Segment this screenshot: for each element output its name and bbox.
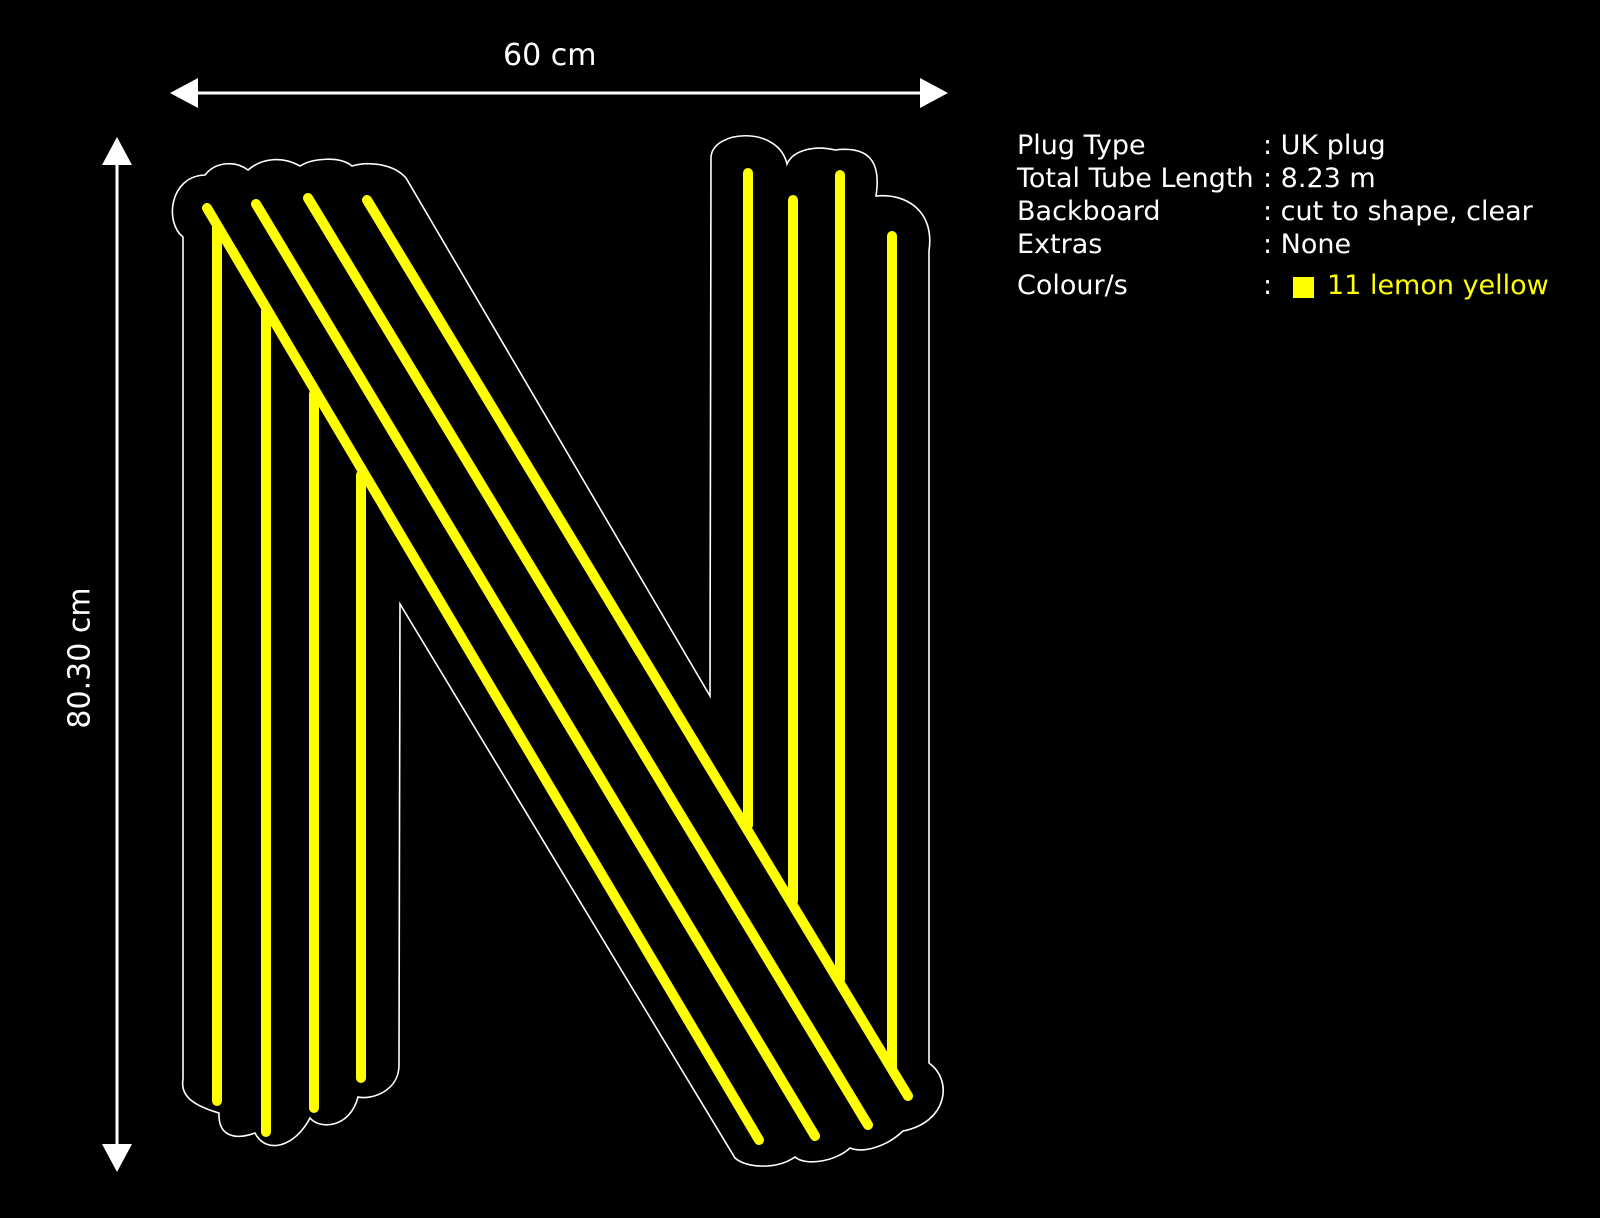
height-dimension-arrow-icon xyxy=(102,137,132,1172)
spec-value: : cut to shape, clear xyxy=(1263,196,1533,227)
spec-value: : xyxy=(1263,270,1273,301)
spec-value: : UK plug xyxy=(1263,130,1386,161)
width-dimension-arrow-icon xyxy=(170,78,948,108)
spec-value: : None xyxy=(1263,229,1352,260)
spec-key: Backboard xyxy=(1017,196,1161,227)
colour-name: 11 lemon yellow xyxy=(1327,270,1549,301)
neon-tube xyxy=(303,193,873,1130)
width-dimension-label: 60 cm xyxy=(503,38,597,73)
spec-key: Colour/s xyxy=(1017,270,1128,301)
neon-tube xyxy=(202,203,764,1145)
neon-tube xyxy=(362,195,913,1101)
colour-swatch xyxy=(1293,277,1314,298)
backboard-outline xyxy=(171,134,944,1167)
spec-key: Extras xyxy=(1017,229,1103,260)
spec-value: : 8.23 m xyxy=(1263,163,1376,194)
neon-tubes xyxy=(202,168,913,1145)
spec-key: Plug Type xyxy=(1017,130,1146,161)
neon-tube xyxy=(251,199,820,1141)
height-dimension-label: 80.30 cm xyxy=(62,587,98,729)
spec-key: Total Tube Length xyxy=(1017,163,1254,194)
